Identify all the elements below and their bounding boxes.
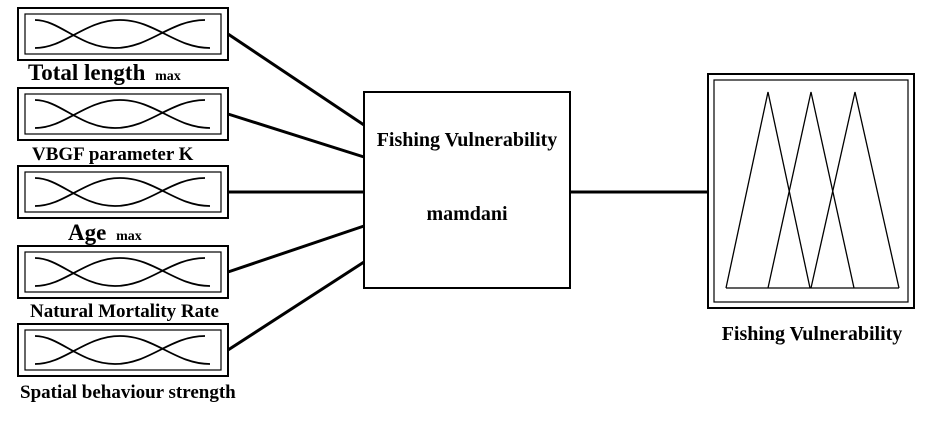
input-mf-age [17,165,229,219]
system-method: mamdani [426,203,508,225]
input-label-spatial-behaviour: Spatial behaviour strength [20,382,236,403]
connector-vbgf-k [227,112,365,159]
output-mf-fishing-vulnerability [707,73,915,309]
connector-total-length [227,32,365,127]
input-mf-vbgf-k [17,87,229,141]
inference-system-box [363,91,571,289]
output-label: Fishing Vulnerability [722,323,903,345]
input-label-vbgf-k: VBGF parameter K [32,144,194,165]
connector-natural-mortality [227,224,365,274]
input-mf-total-length [17,7,229,61]
input-mf-spatial-behaviour [17,323,229,377]
system-title: Fishing Vulnerability [377,129,558,151]
input-label-age: Age max [68,220,142,245]
input-label-natural-mortality: Natural Mortality Rate [30,301,219,322]
connector-spatial-behaviour [227,260,365,352]
input-label-total-length: Total length max [28,60,181,85]
input-mf-natural-mortality [17,245,229,299]
